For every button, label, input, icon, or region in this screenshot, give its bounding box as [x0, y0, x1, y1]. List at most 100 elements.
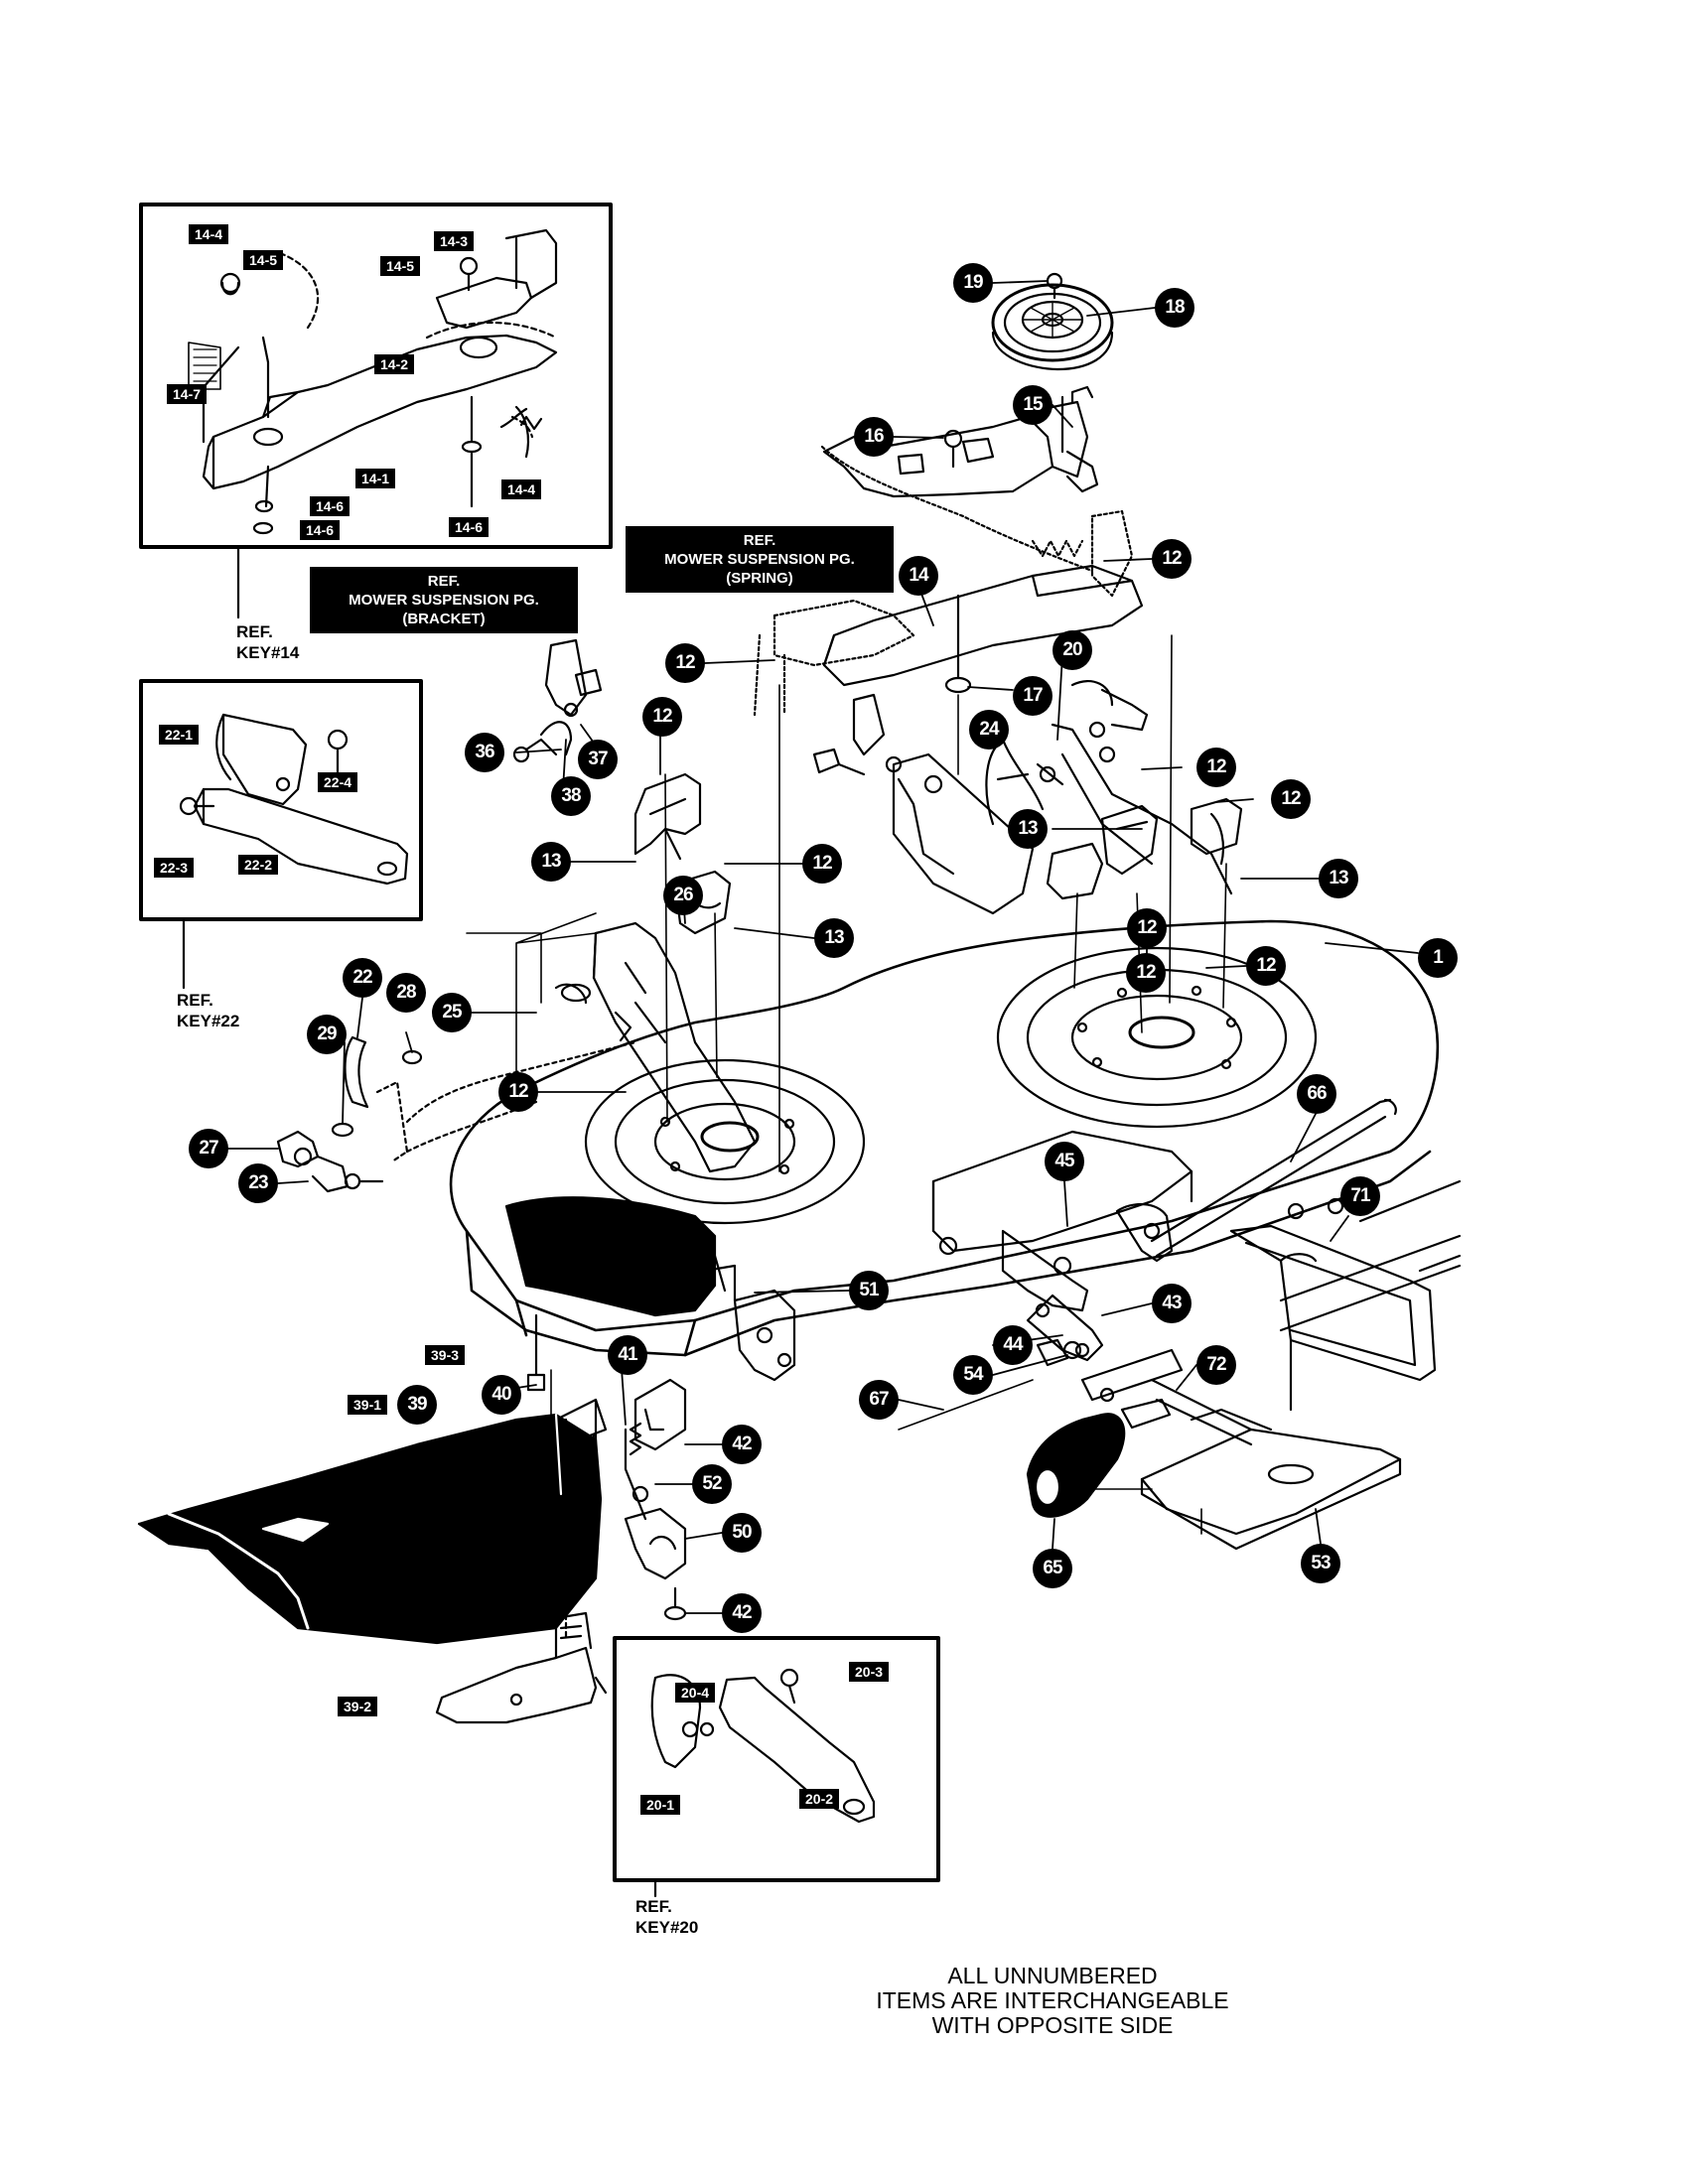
callout-22: 22 — [343, 958, 382, 998]
callout-12: 12 — [1126, 953, 1166, 993]
ref-box-bracket-line1: REF. — [427, 573, 461, 590]
suspension-arm-14 — [822, 564, 1144, 694]
callout-51: 51 — [849, 1271, 889, 1310]
key22-assembly-drawing — [179, 713, 409, 886]
roller-65 — [1026, 1413, 1126, 1518]
ref-key-22: REF. KEY#22 — [177, 990, 239, 1031]
deflector-bracket-39-2 — [435, 1611, 608, 1724]
ref-key-20-line2: KEY#20 — [635, 1918, 699, 1937]
callout-53: 53 — [1301, 1544, 1340, 1583]
tag-14-5: 14-5 — [243, 250, 284, 270]
callout-42: 42 — [722, 1425, 762, 1464]
callout-43: 43 — [1152, 1284, 1192, 1323]
callout-23: 23 — [238, 1163, 278, 1203]
callout-13: 13 — [814, 918, 854, 958]
tag-14-1: 14-1 — [355, 469, 396, 488]
footnote-line2: ITEMS ARE INTERCHANGEABLE — [876, 1987, 1229, 2013]
ref-key-22-line1: REF. — [177, 991, 213, 1010]
ref-box-spring-line2: MOWER SUSPENSION PG. — [664, 551, 855, 568]
left-upper-hardware — [512, 638, 903, 776]
callout-24: 24 — [969, 710, 1009, 750]
footnote: ALL UNNUMBERED ITEMS ARE INTERCHANGEABLE… — [834, 1964, 1271, 2038]
key20-assembly-drawing — [650, 1668, 876, 1824]
callout-12: 12 — [1196, 748, 1236, 787]
tag-14-2: 14-2 — [374, 354, 415, 374]
callout-44: 44 — [993, 1325, 1033, 1365]
ref-box-spring: REF. MOWER SUSPENSION PG. (SPRING) — [626, 526, 894, 593]
tag-20-1: 20-1 — [640, 1795, 681, 1815]
ref-key-20: REF. KEY#20 — [635, 1896, 698, 1938]
left-deck-bracket — [554, 921, 757, 1173]
callout-41: 41 — [608, 1335, 647, 1375]
callout-25: 25 — [432, 993, 472, 1032]
callout-54: 54 — [953, 1355, 993, 1395]
inset-frame-key14 — [139, 203, 613, 549]
tag-39-3: 39-3 — [425, 1345, 466, 1365]
callout-12: 12 — [1246, 946, 1286, 986]
callout-28: 28 — [386, 973, 426, 1013]
inset-frame-key20 — [613, 1636, 940, 1882]
ref-box-spring-line1: REF. — [743, 532, 776, 549]
ref-box-bracket-line2: MOWER SUSPENSION PG. — [349, 592, 539, 609]
tag-20-2: 20-2 — [799, 1789, 840, 1809]
callout-50: 50 — [722, 1513, 762, 1553]
callout-14: 14 — [899, 556, 938, 596]
callout-12: 12 — [665, 643, 705, 683]
callout-17: 17 — [1013, 676, 1052, 716]
right-spindle-dome — [996, 946, 1318, 1129]
left-spindle-dome — [584, 1058, 866, 1225]
callout-13: 13 — [1008, 809, 1048, 849]
callout-52: 52 — [692, 1464, 732, 1504]
callout-65: 65 — [1033, 1549, 1072, 1588]
tag-20-3: 20-3 — [849, 1662, 890, 1682]
tag-14-5: 14-5 — [380, 256, 421, 276]
tag-39-2: 39-2 — [338, 1697, 378, 1716]
tag-14-7: 14-7 — [167, 384, 208, 404]
inset-frame-key22 — [139, 679, 423, 921]
ref-key-14: REF. KEY#14 — [236, 621, 299, 663]
tag-22-4: 22-4 — [318, 772, 358, 792]
callout-18: 18 — [1155, 288, 1194, 328]
discharge-deflector-39 — [137, 1413, 603, 1645]
callout-12: 12 — [1152, 539, 1192, 579]
ref-box-bracket: REF. MOWER SUSPENSION PG. (BRACKET) — [310, 567, 578, 633]
callout-37: 37 — [578, 740, 618, 779]
callout-67: 67 — [859, 1380, 899, 1420]
callout-12: 12 — [1127, 908, 1167, 948]
callout-12: 12 — [498, 1072, 538, 1112]
tag-22-1: 22-1 — [159, 725, 200, 745]
tag-22-3: 22-3 — [154, 858, 195, 878]
callout-38: 38 — [551, 776, 591, 816]
ref-key-20-line1: REF. — [635, 1897, 672, 1916]
bolt-39-3 — [526, 1313, 546, 1392]
callout-26: 26 — [663, 876, 703, 915]
discharge-chute-opening — [504, 1196, 717, 1317]
tag-14-4: 14-4 — [189, 224, 229, 244]
callout-12: 12 — [642, 697, 682, 737]
ref-box-spring-line3: (SPRING) — [726, 570, 793, 587]
footnote-line1: ALL UNNUMBERED — [947, 1963, 1158, 1988]
callout-16: 16 — [854, 417, 894, 457]
tag-39-1: 39-1 — [348, 1395, 388, 1415]
callout-72: 72 — [1196, 1345, 1236, 1385]
tag-14-4: 14-4 — [501, 479, 542, 499]
callout-42: 42 — [722, 1593, 762, 1633]
callout-15: 15 — [1013, 385, 1052, 425]
tag-22-2: 22-2 — [238, 855, 279, 875]
callout-12: 12 — [802, 844, 842, 884]
ref-key-22-line2: KEY#22 — [177, 1012, 240, 1030]
tag-20-4: 20-4 — [675, 1683, 716, 1703]
callout-36: 36 — [465, 733, 504, 772]
footnote-line3: WITH OPPOSITE SIDE — [931, 2012, 1174, 2038]
callout-27: 27 — [189, 1129, 228, 1168]
callout-13: 13 — [531, 842, 571, 882]
callout-29: 29 — [307, 1015, 347, 1054]
callout-71: 71 — [1340, 1176, 1380, 1216]
tag-14-3: 14-3 — [434, 231, 475, 251]
tag-14-6: 14-6 — [300, 520, 341, 540]
tag-14-6: 14-6 — [310, 496, 351, 516]
callout-19: 19 — [953, 263, 993, 303]
